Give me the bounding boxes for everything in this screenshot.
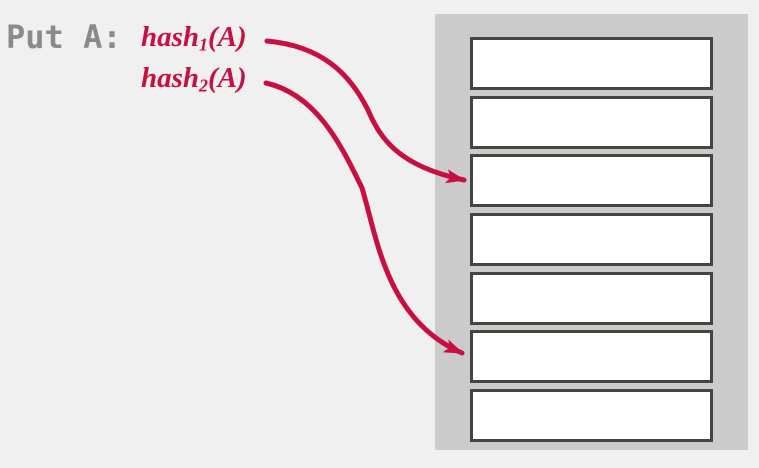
- hash2-subscript: 2: [199, 75, 209, 96]
- hash2-label: hash2(A): [141, 62, 247, 96]
- table-slot-1: [470, 37, 713, 90]
- hash2-base: hash: [141, 62, 200, 94]
- table-slot-2: [470, 95, 713, 149]
- hash-table-panel: [435, 14, 748, 450]
- operation-label: Put A:: [6, 18, 122, 56]
- table-slot-4: [470, 213, 713, 267]
- hash1-subscript: 1: [199, 34, 209, 55]
- hash-table-slots: [470, 37, 713, 443]
- table-slot-7: [470, 389, 713, 443]
- hash2-arrow: [263, 80, 465, 356]
- table-slot-5: [470, 271, 713, 325]
- hash1-label: hash1(A): [141, 21, 247, 55]
- hash2-argument: (A): [208, 62, 247, 94]
- hash1-base: hash: [141, 21, 200, 53]
- table-slot-3: [470, 154, 713, 208]
- table-slot-6: [470, 330, 713, 384]
- hash1-argument: (A): [208, 21, 247, 53]
